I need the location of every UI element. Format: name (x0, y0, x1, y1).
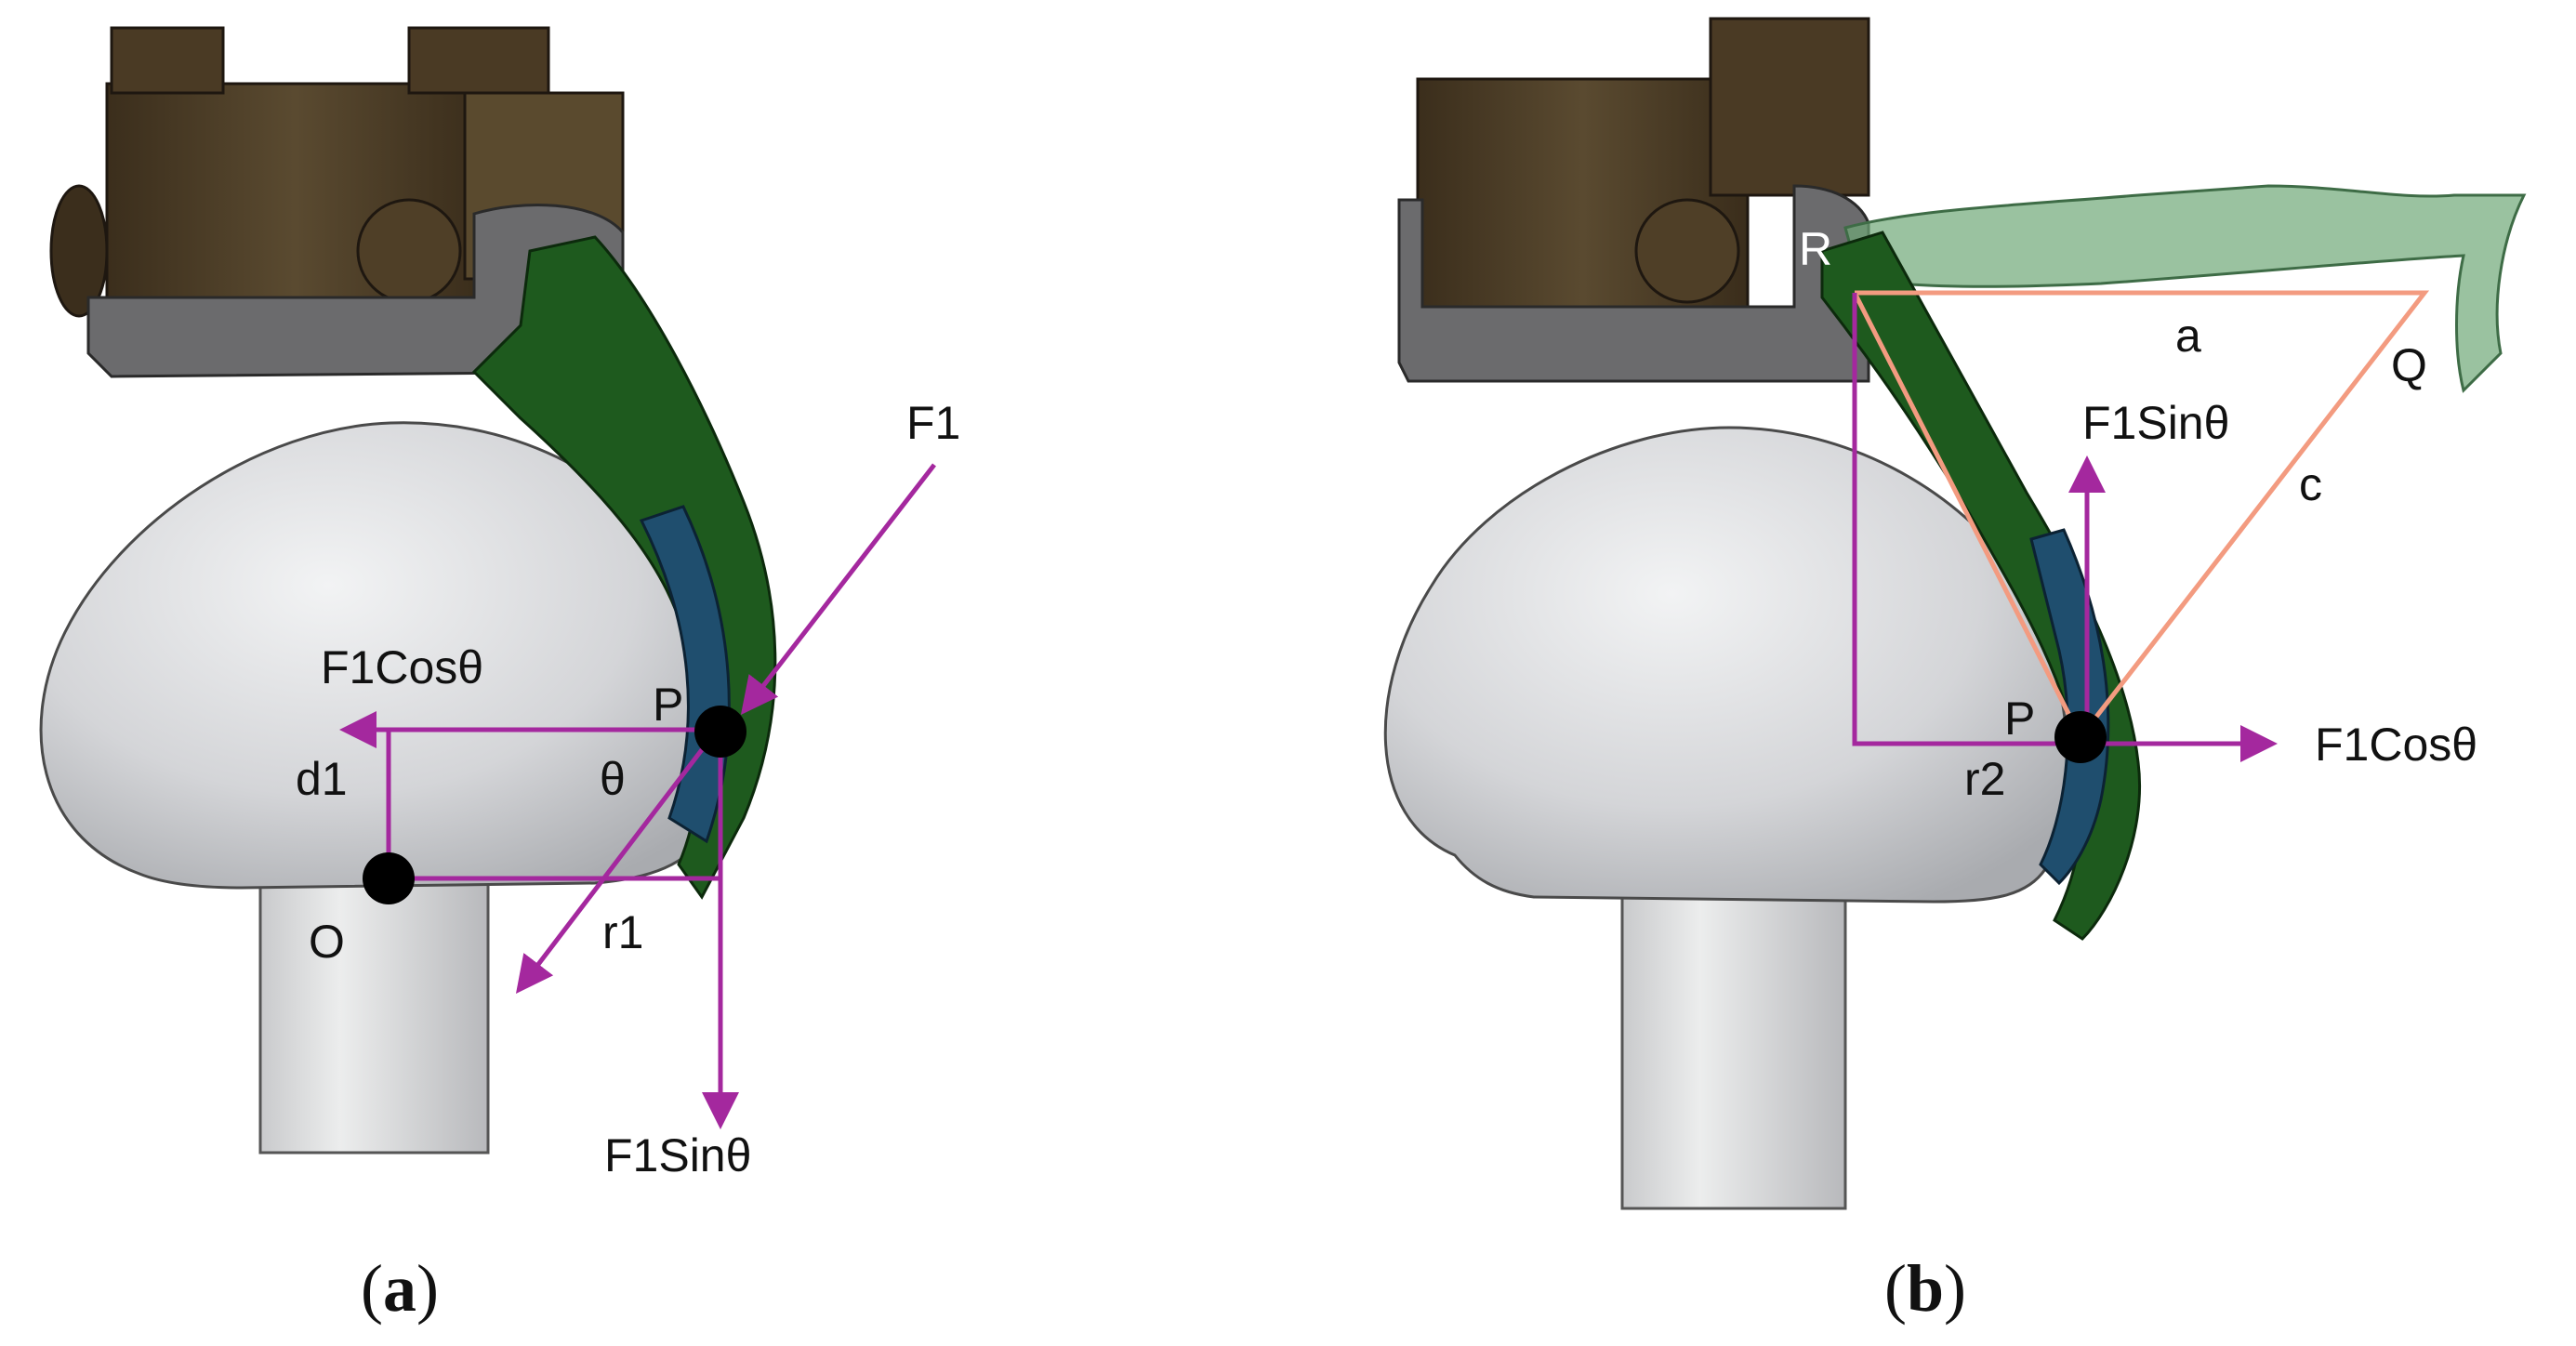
label-c-b: c (2299, 458, 2322, 510)
point-p-b (2054, 711, 2107, 763)
label-r1-a: r1 (602, 906, 643, 958)
label-q-b: Q (2391, 339, 2427, 391)
gear-a (356, 198, 462, 304)
label-a-b: a (2175, 310, 2201, 362)
gear-left-a (49, 184, 109, 318)
label-f1sin-b: F1Sinθ (2082, 397, 2229, 449)
point-p-a (694, 706, 746, 758)
pad-a (639, 505, 731, 844)
stem-a (258, 867, 490, 1155)
label-f1cos-b: F1Cosθ (2315, 719, 2477, 771)
label-o-a: O (309, 916, 345, 968)
label-p-a: P (653, 679, 683, 731)
label-r-b: R (1799, 223, 1832, 275)
servo-top-b (1709, 17, 1870, 197)
label-f1sin-a: F1Sinθ (604, 1129, 751, 1181)
finger-ghost-b (1843, 184, 2527, 393)
label-r2-b: r2 (1964, 753, 2005, 805)
servo-top2-a (407, 26, 550, 95)
panel-a: F1 F1Cosθ P d1 θ O r1 F1Sinθ (a) (39, 26, 960, 1326)
head-b (1383, 426, 2069, 904)
gear-b (1634, 198, 1740, 304)
label-theta-a: θ (600, 753, 626, 805)
label-p-b: P (2004, 693, 2035, 745)
vector-f1-a (740, 463, 936, 715)
panel-b: R a Q F1Sinθ c P F1Cosθ r2 (b) (1383, 17, 2527, 1326)
label-f1-a: F1 (906, 397, 960, 449)
caption-b: (b) (1884, 1251, 1966, 1326)
caption-a: (a) (361, 1251, 439, 1326)
vector-r1-arrow-a (515, 742, 708, 994)
point-o-a (363, 852, 415, 904)
stem-b (1620, 891, 1847, 1210)
servo-top-a (110, 26, 225, 95)
line-r2-b (1852, 293, 2081, 746)
label-f1cos-a: F1Cosθ (321, 641, 483, 693)
label-d1-a: d1 (296, 753, 348, 805)
triangle-rqp-b (1852, 290, 2430, 742)
